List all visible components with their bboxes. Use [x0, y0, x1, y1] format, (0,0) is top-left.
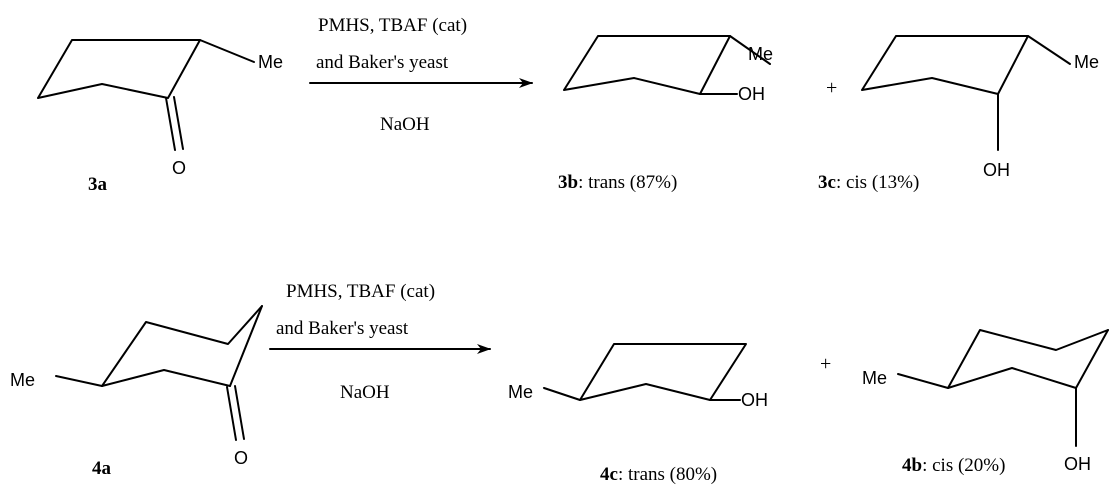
compound-label-4b: 4b: cis (20%)	[902, 455, 1005, 476]
svg-text:3b: trans (87%): 3b: trans (87%)	[558, 172, 677, 193]
methyl-bond	[897, 373, 949, 389]
compound-label-4a: 4a	[92, 458, 112, 479]
molecule-4c: Me OH	[508, 343, 768, 410]
hydroxyl-label: OH	[738, 84, 765, 104]
methyl-bond	[1027, 35, 1071, 65]
carbonyl-bond-b	[173, 96, 184, 150]
molecule-3c: Me OH	[861, 35, 1099, 180]
hydroxyl-label: OH	[1064, 454, 1091, 474]
hydroxyl-label: OH	[741, 390, 768, 410]
methyl-label: Me	[862, 368, 887, 388]
svg-text:4c: trans (80%): 4c: trans (80%)	[600, 464, 717, 485]
hydroxyl-label: OH	[983, 160, 1010, 180]
carbonyl-bond-a	[165, 97, 176, 151]
reaction-arrow-1: PMHS, TBAF (cat) and Baker's yeast NaOH	[309, 15, 533, 135]
methyl-bond	[55, 375, 103, 387]
methyl-label: Me	[508, 382, 533, 402]
methyl-label: Me	[10, 370, 35, 390]
methyl-bond	[729, 35, 771, 65]
compound-label-3a: 3a	[88, 174, 108, 195]
compound-label-3b: 3b: trans (87%)	[558, 172, 677, 193]
condition-additive: and Baker's yeast	[316, 52, 449, 73]
plus-sign-1: +	[826, 77, 837, 99]
compound-label-4c: 4c: trans (80%)	[600, 464, 717, 485]
ring-bond	[229, 305, 263, 387]
condition-additive: and Baker's yeast	[276, 318, 409, 339]
methyl-label: Me	[258, 52, 283, 72]
methyl-label: Me	[748, 44, 773, 64]
condition-reagents: PMHS, TBAF (cat)	[318, 15, 467, 36]
svg-text:3c: cis (13%): 3c: cis (13%)	[818, 172, 919, 193]
methyl-label: Me	[1074, 52, 1099, 72]
molecule-3a: Me O	[37, 39, 283, 178]
molecule-4a: Me O	[10, 305, 263, 468]
compound-label-3c: 3c: cis (13%)	[818, 172, 919, 193]
condition-base: NaOH	[340, 382, 390, 403]
ring-bond	[1075, 329, 1109, 389]
molecule-4b: Me OH	[862, 329, 1109, 474]
plus-sign-2: +	[820, 353, 831, 375]
oxygen-label: O	[172, 158, 186, 178]
reaction-arrow-2: PMHS, TBAF (cat) and Baker's yeast NaOH	[269, 281, 491, 403]
condition-reagents: PMHS, TBAF (cat)	[286, 281, 435, 302]
carbonyl-bond-b	[234, 385, 245, 440]
methyl-bond	[199, 39, 255, 63]
oxygen-label: O	[234, 448, 248, 468]
molecule-3b: Me OH	[563, 35, 773, 104]
methyl-bond	[543, 387, 581, 401]
carbonyl-bond-a	[226, 386, 237, 441]
condition-base: NaOH	[380, 114, 430, 135]
svg-text:4b: cis (20%): 4b: cis (20%)	[902, 455, 1005, 476]
